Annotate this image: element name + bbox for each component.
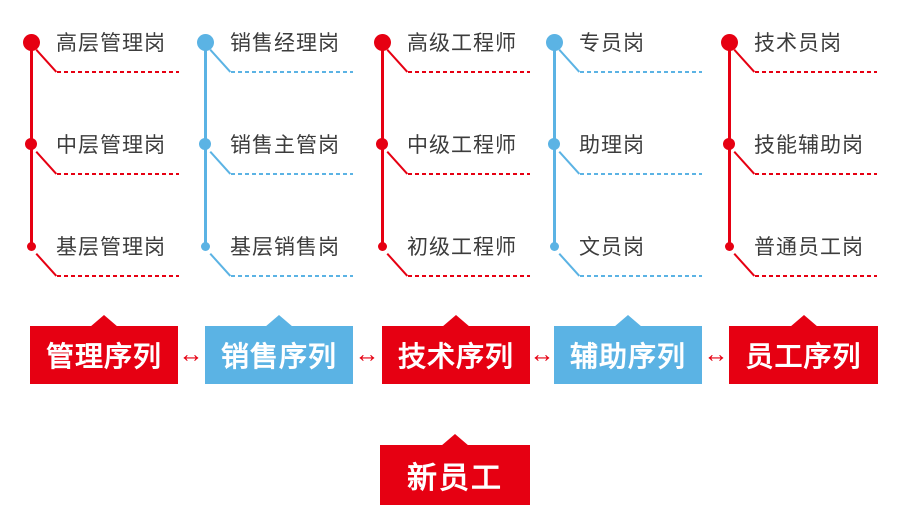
exchange-arrow-icon: ↔ bbox=[178, 340, 204, 368]
leader-underline bbox=[57, 173, 179, 175]
level-dot-icon bbox=[196, 33, 214, 51]
new-employee-label: 新员工 bbox=[407, 462, 503, 495]
position-label: 文员岗 bbox=[579, 236, 645, 259]
exchange-arrow-icon: ↔ bbox=[529, 340, 555, 368]
sequence-box-staff: 员工序列 bbox=[729, 315, 878, 384]
leader-underline bbox=[231, 71, 353, 73]
sequence-box-label: 员工序列 bbox=[745, 341, 862, 372]
exchange-arrow-icon: ↔ bbox=[354, 340, 380, 368]
exchange-arrow-icon: ↔ bbox=[703, 340, 729, 368]
level-dot-icon bbox=[548, 138, 560, 150]
leader-line bbox=[209, 49, 232, 73]
leader-line bbox=[386, 49, 409, 73]
leader-line bbox=[209, 151, 232, 175]
pointer-up-icon bbox=[265, 315, 293, 327]
leader-line bbox=[558, 253, 581, 277]
level-dot-icon bbox=[25, 138, 37, 150]
position-label: 销售经理岗 bbox=[230, 32, 340, 55]
pointer-up-icon bbox=[442, 315, 470, 327]
leader-line bbox=[733, 49, 756, 73]
leader-underline bbox=[231, 173, 353, 175]
leader-line bbox=[35, 49, 58, 73]
leader-underline bbox=[755, 275, 877, 277]
position-label: 高级工程师 bbox=[407, 32, 517, 55]
position-label: 中层管理岗 bbox=[56, 134, 166, 157]
sequence-box-sales: 销售序列 bbox=[205, 315, 353, 384]
level-dot-icon bbox=[22, 33, 40, 51]
level-dot-icon bbox=[26, 241, 36, 251]
position-label: 高层管理岗 bbox=[56, 32, 166, 55]
leader-line bbox=[35, 151, 58, 175]
position-label: 中级工程师 bbox=[407, 134, 517, 157]
leader-underline bbox=[408, 173, 530, 175]
position-label: 技能辅助岗 bbox=[754, 134, 864, 157]
leader-line bbox=[733, 253, 756, 277]
sequence-box-label: 管理序列 bbox=[45, 341, 162, 372]
pointer-up-icon bbox=[441, 434, 469, 446]
position-label: 销售主管岗 bbox=[230, 134, 340, 157]
level-dot-icon bbox=[200, 241, 210, 251]
position-label: 普通员工岗 bbox=[754, 236, 864, 259]
position-label: 基层销售岗 bbox=[230, 236, 340, 259]
level-dot-icon bbox=[199, 138, 211, 150]
leader-underline bbox=[231, 275, 353, 277]
sequence-box-management: 管理序列 bbox=[30, 315, 178, 384]
position-label: 初级工程师 bbox=[407, 236, 517, 259]
leader-line bbox=[209, 253, 232, 277]
new-employee-box: 新员工 bbox=[380, 434, 530, 505]
leader-underline bbox=[408, 71, 530, 73]
leader-underline bbox=[580, 71, 702, 73]
leader-line bbox=[558, 151, 581, 175]
sequence-box-label: 销售序列 bbox=[220, 341, 337, 372]
leader-line bbox=[386, 151, 409, 175]
position-label: 专员岗 bbox=[579, 32, 645, 55]
leader-underline bbox=[408, 275, 530, 277]
leader-underline bbox=[580, 173, 702, 175]
leader-line bbox=[558, 49, 581, 73]
leader-underline bbox=[755, 173, 877, 175]
sequence-box-technical: 技术序列 bbox=[382, 315, 530, 384]
leader-underline bbox=[57, 71, 179, 73]
level-dot-icon bbox=[720, 33, 738, 51]
sequence-box-label: 技术序列 bbox=[397, 341, 514, 372]
leader-underline bbox=[57, 275, 179, 277]
level-dot-icon bbox=[723, 138, 735, 150]
level-dot-icon bbox=[724, 241, 734, 251]
leader-underline bbox=[580, 275, 702, 277]
leader-line bbox=[35, 253, 58, 277]
sequence-box-label: 辅助序列 bbox=[569, 341, 686, 372]
sequence-box-support: 辅助序列 bbox=[554, 315, 702, 384]
position-label: 技术员岗 bbox=[754, 32, 842, 55]
pointer-up-icon bbox=[614, 315, 642, 327]
leader-underline bbox=[755, 71, 877, 73]
pointer-up-icon bbox=[90, 315, 118, 327]
leader-line bbox=[733, 151, 756, 175]
level-dot-icon bbox=[376, 138, 388, 150]
position-label: 助理岗 bbox=[579, 134, 645, 157]
level-dot-icon bbox=[549, 241, 559, 251]
position-label: 基层管理岗 bbox=[56, 236, 166, 259]
level-dot-icon bbox=[377, 241, 387, 251]
pointer-up-icon bbox=[789, 315, 818, 327]
level-dot-icon bbox=[373, 33, 391, 51]
leader-line bbox=[386, 253, 409, 277]
level-dot-icon bbox=[545, 33, 563, 51]
